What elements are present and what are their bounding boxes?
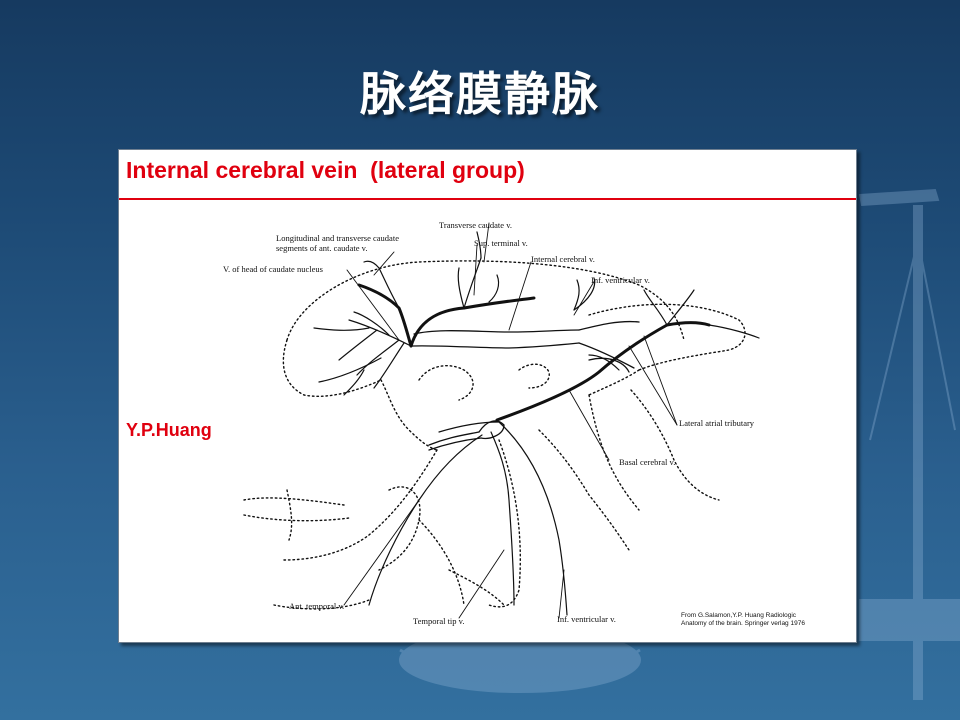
label-leader-lines	[343, 222, 678, 619]
credit-line-2: Anatomy of the brain. Springer verlag 19…	[681, 620, 805, 627]
main-veins	[357, 283, 711, 422]
vein-outlines	[410, 320, 640, 451]
label-segments: segments of ant. caudate v.	[276, 243, 368, 253]
label-internal-cerebral: Internal cerebral v.	[531, 254, 595, 264]
label-long-trans: Longitudinal and transverse caudate	[276, 233, 399, 243]
figure-heading: Internal cerebral vein (lateral group)	[126, 157, 525, 183]
label-sup-terminal: Sup. terminal v.	[474, 238, 528, 248]
label-ant-temporal: Ant. temporal v.	[289, 601, 344, 611]
label-inf-ventricular-bottom: Inf. ventricular v.	[557, 614, 616, 624]
label-lateral-atrial: Lateral atrial tributary	[679, 418, 755, 428]
slide-title: 脉络膜静脉	[360, 67, 600, 121]
label-head-caudate: V. of head of caudate nucleus	[223, 264, 323, 274]
label-inf-ventricular-top: Inf. ventricular v.	[591, 275, 650, 285]
heading-divider	[119, 198, 856, 200]
dotted-outlines	[243, 260, 746, 610]
author-label: Y.P.Huang	[126, 420, 212, 440]
vein-diagram: Longitudinal and transverse caudate segm…	[223, 220, 760, 626]
label-basal-cerebral: Basal cerebral v.	[619, 457, 675, 467]
diagram-labels: Longitudinal and transverse caudate segm…	[223, 220, 755, 626]
label-transverse-caudate: Transverse caudate v.	[439, 220, 512, 230]
source-credit: From G.Salamon,Y.P. Huang Radiologic Ana…	[681, 612, 805, 628]
credit-line-1: From G.Salamon,Y.P. Huang Radiologic	[681, 612, 797, 619]
anatomy-figure: Internal cerebral vein (lateral group)	[118, 149, 857, 643]
label-temporal-tip: Temporal tip v.	[413, 616, 465, 626]
